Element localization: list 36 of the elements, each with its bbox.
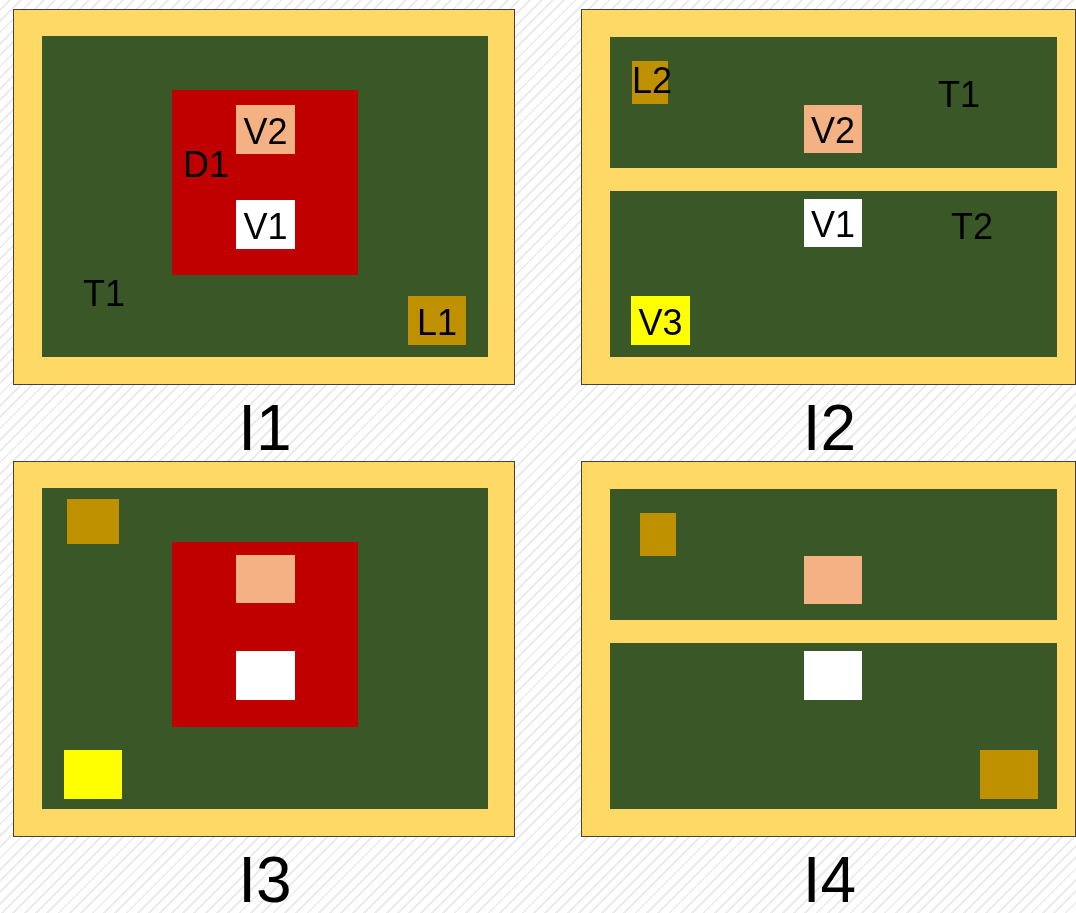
region-label: T2 <box>951 209 993 245</box>
region-label: D1 <box>183 147 230 183</box>
region-box <box>610 643 1057 809</box>
panel-title: I4 <box>801 848 858 912</box>
marker-square <box>408 296 466 345</box>
marker-square <box>804 651 862 700</box>
marker-square <box>236 200 295 249</box>
marker-square <box>67 499 119 544</box>
marker-square <box>631 296 690 345</box>
box-label: V1 <box>242 209 289 245</box>
panel-title: I3 <box>237 848 293 912</box>
region-box <box>610 489 1057 620</box>
box-label: L1 <box>415 305 458 341</box>
marker-square <box>980 750 1038 799</box>
region-label: T1 <box>938 77 980 113</box>
marker-square <box>640 513 676 556</box>
box-label: V1 <box>809 207 856 243</box>
marker-square <box>64 750 122 799</box>
box-label: V2 <box>809 113 856 149</box>
region-label: T1 <box>83 276 125 312</box>
marker-square <box>804 105 862 153</box>
region-box <box>610 191 1057 357</box>
zone-box <box>172 542 358 727</box>
panel-title: I1 <box>237 396 293 460</box>
marker-square <box>236 105 295 154</box>
marker-square <box>804 199 862 247</box>
box-label: V3 <box>637 305 684 341</box>
marker-square <box>804 556 862 604</box>
region-box <box>42 488 488 809</box>
box-label: V2 <box>242 114 289 150</box>
marker-square <box>236 555 295 603</box>
zone-box <box>172 90 358 275</box>
marker-square <box>236 651 295 700</box>
region-box <box>42 36 488 357</box>
region-box <box>610 37 1057 168</box>
panel-title: I2 <box>801 396 858 460</box>
